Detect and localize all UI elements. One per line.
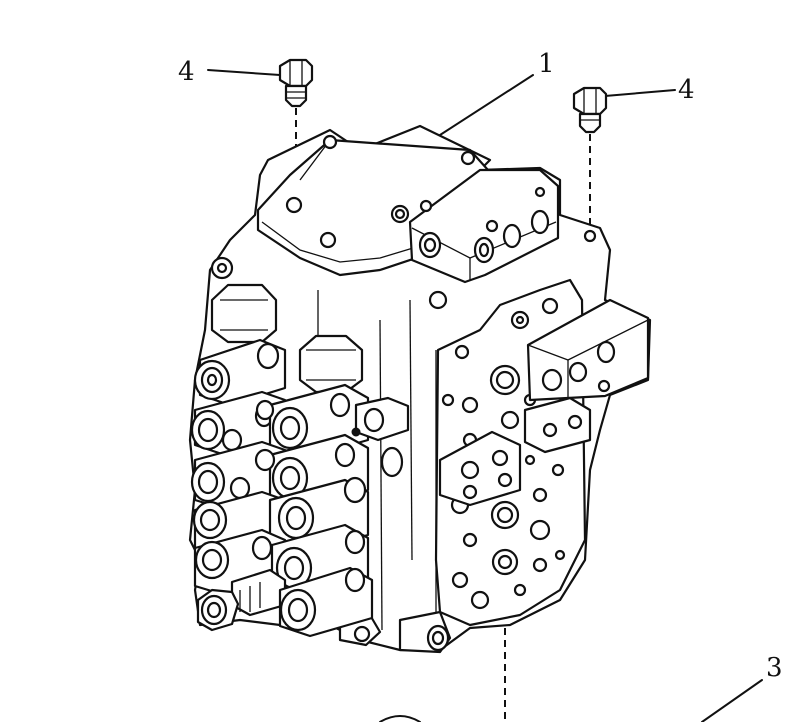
leader-line-4-left xyxy=(207,69,281,76)
bolt-right xyxy=(572,86,608,228)
callout-4-left: 4 xyxy=(178,57,195,87)
leader-line-4-right xyxy=(604,89,676,97)
callout-4-left-group: 4 xyxy=(178,57,281,87)
spool-caps-bank xyxy=(190,256,410,638)
callout-1: 1 xyxy=(538,49,555,79)
leader-line-1 xyxy=(439,74,534,136)
item-3-partial-outline xyxy=(379,715,421,722)
callout-4-right: 4 xyxy=(678,75,695,105)
leader-line-3 xyxy=(701,679,763,722)
callout-3-group: 3 xyxy=(701,653,783,722)
callout-1-group: 1 xyxy=(439,49,555,136)
callout-3: 3 xyxy=(766,653,783,683)
callout-4-right-group: 4 xyxy=(604,75,695,105)
